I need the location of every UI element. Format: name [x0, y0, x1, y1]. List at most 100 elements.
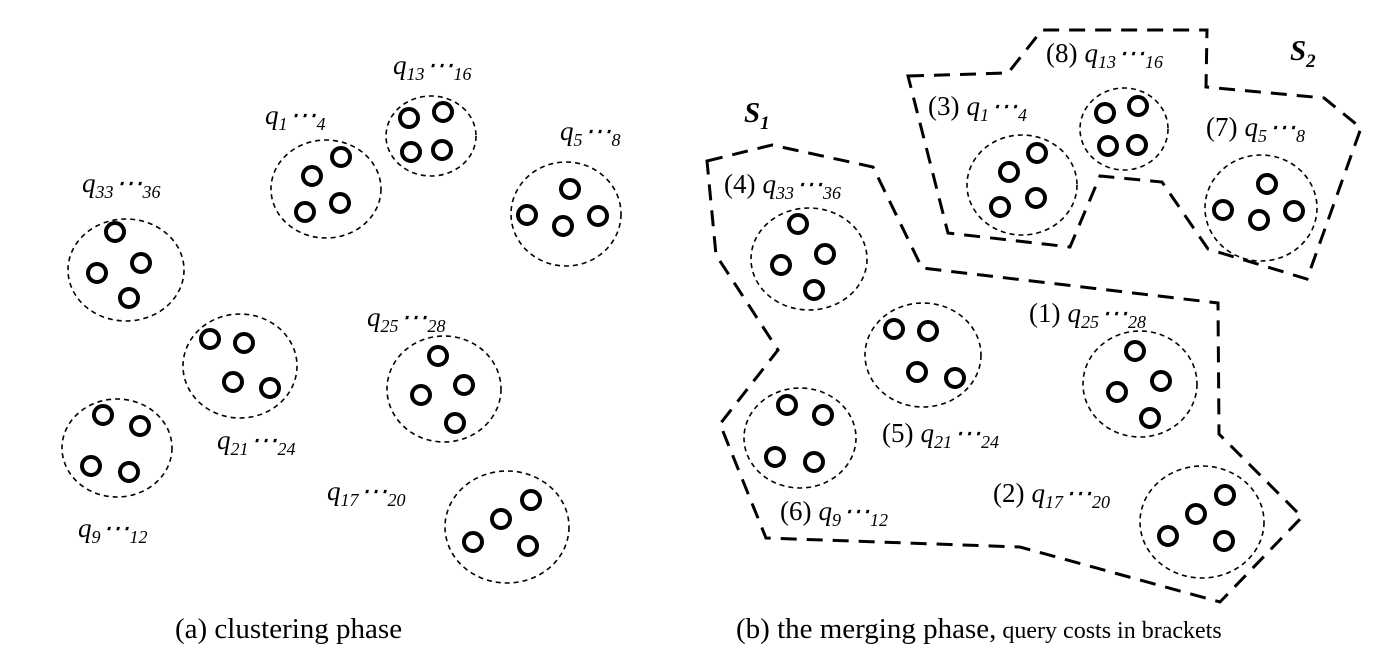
cluster-ring [61, 398, 173, 498]
query-dot [1139, 407, 1161, 429]
panel-b-caption: (b) the merging phase, query costs in br… [736, 613, 1222, 645]
cluster-label-b-q17-20: (2)q17⋯20 [993, 478, 1110, 512]
query-dot [1025, 187, 1047, 209]
cluster-label-b-q5-8: (7)q5⋯8 [1206, 112, 1305, 146]
query-dot [444, 412, 466, 434]
query-dot [770, 254, 792, 276]
query-dot [222, 371, 244, 393]
cluster-q21-24 [182, 313, 298, 419]
query-dot [989, 196, 1011, 218]
query-dot [400, 141, 422, 163]
set-s2-boundary [906, 28, 1363, 281]
query-dot [803, 279, 825, 301]
query-dot [1283, 200, 1305, 222]
query-dot [431, 139, 453, 161]
cluster-q1-4 [270, 139, 382, 239]
cluster-ring [1079, 87, 1169, 171]
panel-b: S1 S2 (8)q13⋯16 (3)q1⋯4 (7)q5⋯8 (4)q33⋯3… [705, 28, 1363, 645]
cluster-ring [864, 302, 982, 408]
cluster-b-q21-24 [864, 302, 982, 408]
query-dot [259, 377, 281, 399]
query-dot [453, 374, 475, 396]
query-dot [1157, 525, 1179, 547]
query-dot [917, 320, 939, 342]
query-dot [118, 287, 140, 309]
query-dot [787, 213, 809, 235]
cluster-label-q9-12: q9⋯12 [78, 513, 148, 547]
cluster-b-q17-20 [1139, 465, 1265, 579]
query-dot [104, 221, 126, 243]
query-dot [410, 384, 432, 406]
query-dot [1124, 340, 1146, 362]
panel-b-caption-note: query costs in brackets [996, 618, 1221, 644]
query-dot [233, 332, 255, 354]
query-dot [432, 101, 454, 123]
set-s1-boundary [705, 143, 1305, 604]
query-dot [516, 204, 538, 226]
query-dot [1248, 209, 1270, 231]
cluster-label-q21-24: q21⋯24 [217, 425, 296, 459]
cluster-ring [966, 134, 1078, 236]
query-dot [1097, 135, 1119, 157]
cluster-label-q1-4: q1⋯4 [265, 100, 326, 134]
query-dot [764, 446, 786, 468]
query-dot [301, 165, 323, 187]
query-dot [587, 205, 609, 227]
query-dot [1150, 370, 1172, 392]
cluster-ring [386, 335, 502, 443]
query-dot [329, 192, 351, 214]
cluster-q9-12 [61, 398, 173, 498]
query-dot [86, 262, 108, 284]
cluster-ring [510, 161, 622, 267]
query-dot [1026, 142, 1048, 164]
query-dot [1212, 199, 1234, 221]
query-dot [1106, 381, 1128, 403]
cluster-q5-8 [510, 161, 622, 267]
cluster-label-b-q13-16: (8)q13⋯16 [1046, 38, 1163, 72]
query-dot [559, 178, 581, 200]
query-dot [130, 252, 152, 274]
set-label-s2: S2 [1290, 35, 1316, 72]
query-dot [92, 404, 114, 426]
cluster-q17-20 [444, 470, 570, 584]
cluster-label-q25-28: q25⋯28 [367, 302, 446, 336]
query-dot [552, 215, 574, 237]
query-dot [814, 243, 836, 265]
query-dot [1214, 484, 1236, 506]
query-dot [118, 461, 140, 483]
query-dot [129, 415, 151, 437]
query-dot [517, 535, 539, 557]
cluster-label-b-q21-24: (5)q21⋯24 [882, 418, 999, 452]
cluster-label-q5-8: q5⋯8 [560, 116, 621, 150]
cluster-b-q25-28 [1082, 330, 1198, 438]
panel-a: q1⋯4 q13⋯16 q5⋯8 q33⋯36 q25⋯28 q21⋯24 q1… [61, 50, 622, 645]
set-label-s1: S1 [744, 97, 770, 134]
query-dot [1185, 503, 1207, 525]
query-dot [1213, 530, 1235, 552]
cluster-ring [385, 95, 477, 177]
cluster-label-b-q25-28: (1)q25⋯28 [1029, 298, 1146, 332]
cluster-b-q33-36 [750, 207, 868, 311]
query-dot [462, 531, 484, 553]
cluster-ring [1082, 330, 1198, 438]
query-dot [520, 489, 542, 511]
cluster-q33-36 [67, 218, 185, 322]
query-dot [427, 345, 449, 367]
query-dot [294, 201, 316, 223]
query-dot [1127, 95, 1149, 117]
query-dot [1126, 134, 1148, 156]
cluster-label-b-q9-12: (6)q9⋯12 [780, 496, 888, 530]
query-dot [490, 508, 512, 530]
cluster-b-q1-4 [966, 134, 1078, 236]
query-dot [398, 107, 420, 129]
query-dot [199, 328, 221, 350]
cluster-ring [444, 470, 570, 584]
cluster-label-q13-16: q13⋯16 [393, 50, 472, 84]
query-dot [776, 394, 798, 416]
cluster-ring [182, 313, 298, 419]
query-dot [998, 161, 1020, 183]
panel-a-caption: (a) clustering phase [175, 613, 402, 645]
cluster-label-q17-20: q17⋯20 [327, 476, 406, 510]
cluster-ring [743, 387, 857, 489]
